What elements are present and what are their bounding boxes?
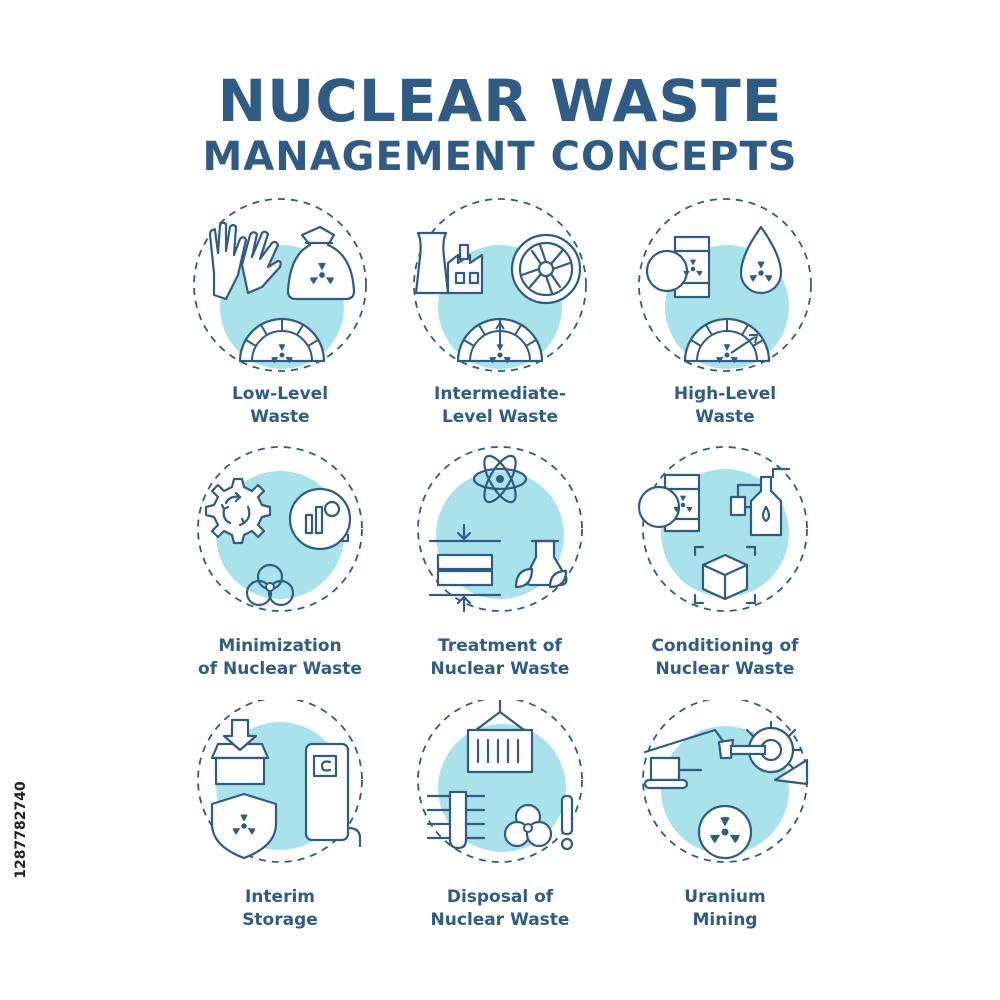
- cube-icon: [693, 545, 757, 605]
- flask-plant-icon: [514, 539, 568, 589]
- stock-id-label: 1287782740: [6, 760, 36, 900]
- underground-well-icon: [426, 790, 486, 850]
- radiation-symbol-icon: [697, 804, 753, 860]
- ventilation-fan-icon: [510, 233, 582, 305]
- chart-gear-icon: [288, 487, 352, 551]
- concept-label: Intermediate-Level Waste: [434, 384, 566, 427]
- biohazard-bag-icon: [286, 225, 356, 301]
- stock-id-text: 1287782740: [13, 781, 29, 879]
- power-plant-icon: [414, 231, 484, 295]
- radiation-gauge-icon: [458, 319, 542, 363]
- atom-icon: [472, 454, 528, 504]
- gloves-icon: [208, 221, 282, 301]
- radioactive-barrel-icon: [637, 473, 701, 533]
- radioactive-drop-icon: [739, 225, 783, 295]
- chemical-process-icon: [729, 467, 791, 537]
- concept-intermediate-level-waste: Intermediate-Level Waste: [350, 195, 650, 435]
- storage-box-icon: [210, 718, 270, 786]
- biohazard-warning-icon: [503, 794, 574, 851]
- container-crane-icon: [466, 700, 534, 774]
- page-title: NUCLEAR WASTE: [217, 67, 783, 135]
- storage-unit-icon: [304, 742, 362, 848]
- recycle-gear-icon: [204, 477, 272, 545]
- radiation-gauge-icon: [685, 319, 769, 363]
- page-subtitle: MANAGEMENT CONCEPTS: [202, 134, 798, 180]
- bucket-wheel-icon: [729, 720, 809, 786]
- biohazard-icon: [245, 563, 295, 607]
- radiation-shield-icon: [210, 792, 278, 860]
- excavator-icon: [643, 728, 735, 790]
- compression-icon: [428, 523, 502, 613]
- radioactive-barrel-icon: [645, 235, 711, 299]
